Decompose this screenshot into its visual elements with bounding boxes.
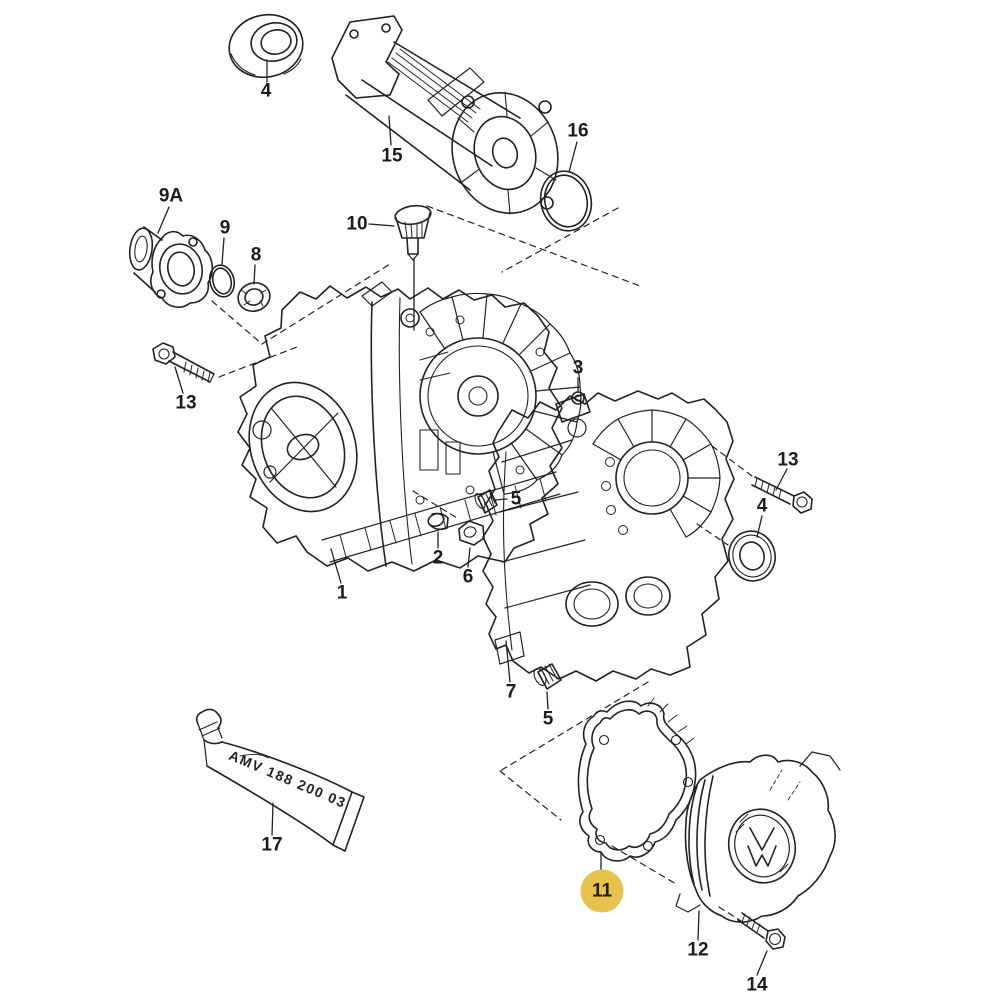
callout-3: 3 bbox=[572, 357, 584, 379]
part-11-gasket bbox=[577, 697, 697, 862]
callout-7: 7 bbox=[505, 681, 517, 703]
part-7-gear-housing bbox=[482, 390, 735, 682]
part-4-bearing-sleeve bbox=[228, 13, 304, 79]
part-5-plug-upper bbox=[474, 489, 498, 514]
part-13-bolt-right bbox=[751, 476, 813, 514]
callout-16: 16 bbox=[567, 120, 589, 142]
part-1-gearbox-housing bbox=[237, 281, 582, 572]
part-12-end-cover bbox=[675, 751, 841, 923]
part-9-o-ring bbox=[208, 264, 236, 298]
part-15-extension-housing bbox=[331, 15, 559, 215]
callout-5-lower: 5 bbox=[542, 708, 554, 730]
callout-9: 9 bbox=[219, 217, 231, 239]
callout-2: 2 bbox=[432, 547, 444, 569]
callout-9a: 9A bbox=[158, 185, 184, 207]
part-5-plug-lower bbox=[533, 663, 562, 690]
part-9a-guide-sleeve bbox=[128, 226, 214, 308]
callout-10: 10 bbox=[346, 213, 368, 235]
callout-15: 15 bbox=[381, 145, 403, 167]
callout-12: 12 bbox=[687, 939, 709, 961]
vw-logo-icon bbox=[727, 808, 797, 884]
part-10-breather-cap bbox=[394, 204, 432, 261]
part-8-seal bbox=[237, 281, 271, 313]
callout-1: 1 bbox=[336, 582, 348, 604]
callout-11: 11 bbox=[580, 869, 624, 913]
part-4-shaft-seal-right bbox=[728, 530, 776, 582]
callout-17: 17 bbox=[261, 834, 283, 856]
assembly-axis-lines bbox=[211, 205, 753, 922]
part-13-bolt-left bbox=[152, 342, 215, 383]
part-2-cap bbox=[427, 512, 449, 531]
part-17-sealant-tube bbox=[195, 708, 365, 852]
callout-6: 6 bbox=[462, 566, 474, 588]
part-16-o-ring bbox=[539, 170, 593, 232]
callout-8: 8 bbox=[250, 244, 262, 266]
callout-4-top: 4 bbox=[260, 80, 272, 102]
part-14-bolt bbox=[737, 912, 786, 950]
callout-5-upper: 5 bbox=[510, 488, 522, 510]
callout-13-right: 13 bbox=[777, 449, 799, 471]
callout-14: 14 bbox=[746, 974, 768, 996]
callout-4-right: 4 bbox=[756, 495, 768, 517]
callout-13-left: 13 bbox=[175, 392, 197, 414]
